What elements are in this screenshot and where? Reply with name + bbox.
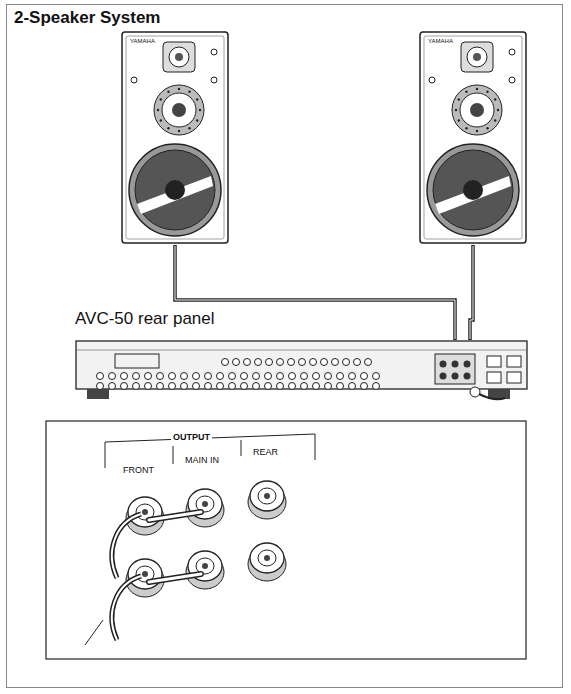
terminal-label: REAR	[251, 448, 280, 458]
device-label: AVC-50 rear panel	[75, 310, 215, 329]
speaker-cable-core	[470, 246, 473, 339]
speaker-cable	[470, 245, 473, 340]
figure-title: 2-Speaker System	[14, 8, 160, 28]
speaker: YAMAHA	[418, 30, 528, 245]
speaker-cable	[175, 245, 455, 340]
speaker-drawing	[418, 30, 528, 245]
terminal-inset: OUTPUT FRONT MAIN IN REAR	[45, 420, 527, 660]
speaker-drawing	[120, 30, 230, 245]
terminal-label: MAIN IN	[183, 456, 221, 466]
panel-drawing	[75, 340, 528, 402]
group-label: OUTPUT	[171, 433, 212, 443]
terminal-label: FRONT	[121, 466, 156, 476]
inset-drawing	[45, 420, 527, 660]
receiver-panel: AVC-50 rear panel	[75, 340, 528, 402]
speaker: YAMAHA	[120, 30, 230, 245]
brand-name: YAMAHA	[428, 38, 453, 45]
brand-name: YAMAHA	[130, 38, 155, 45]
speaker-cable-core	[175, 246, 455, 339]
